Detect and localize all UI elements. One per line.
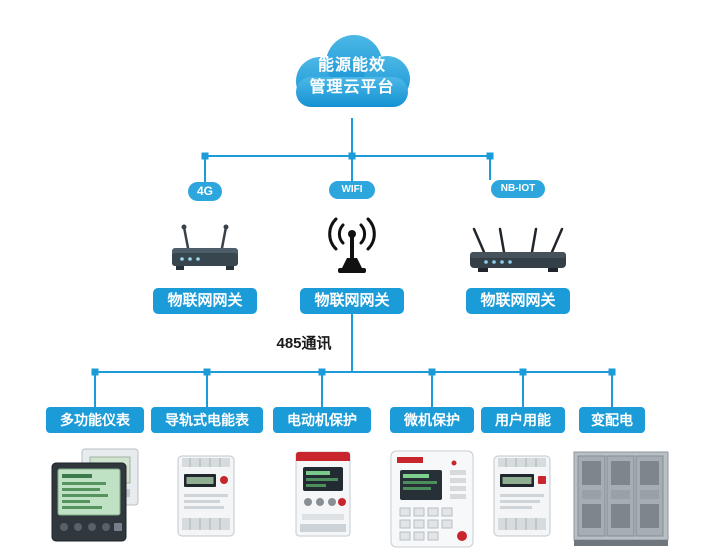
badge-nbiot: NB-IOT <box>491 180 545 198</box>
microcomputer-protection-image <box>388 448 476 550</box>
badge-wifi: WIFI <box>329 181 375 199</box>
device-label-user-energy: 用户用能 <box>481 407 565 433</box>
cloud-label: 能源能效 管理云平台 <box>282 30 422 120</box>
device-label-motor-protection: 电动机保护 <box>273 407 371 433</box>
device-label-microcomputer-protection: 微机保护 <box>390 407 474 433</box>
device-label-multifunction-meter: 多功能仪表 <box>46 407 144 433</box>
distribution-cabinet-image <box>572 448 670 548</box>
user-energy-meter-image <box>488 452 556 540</box>
cloud-platform: 能源能效 管理云平台 <box>282 30 422 120</box>
wifi-antenna-icon <box>322 216 382 280</box>
din-rail-meter-image <box>172 452 240 540</box>
cellular-router-icon <box>160 222 250 280</box>
gateway-label-nbiot: 物联网网关 <box>466 288 570 314</box>
multifunction-meter-image <box>48 445 143 545</box>
cloud-icon <box>296 35 410 107</box>
device-label-din-rail-meter: 导轨式电能表 <box>151 407 263 433</box>
motor-protection-image <box>292 448 354 540</box>
gateway-label-wifi: 物联网网关 <box>300 288 404 314</box>
cloud-label-line1: 能源能效 <box>317 56 386 74</box>
badge-4g: 4G <box>188 182 222 201</box>
bus-label-485: 485通讯 <box>276 335 332 352</box>
nbiot-router-icon <box>462 224 574 280</box>
cloud-label-line2: 管理云平台 <box>309 79 395 96</box>
gateway-label-4g: 物联网网关 <box>153 288 257 314</box>
device-label-power-distribution: 变配电 <box>579 407 645 433</box>
